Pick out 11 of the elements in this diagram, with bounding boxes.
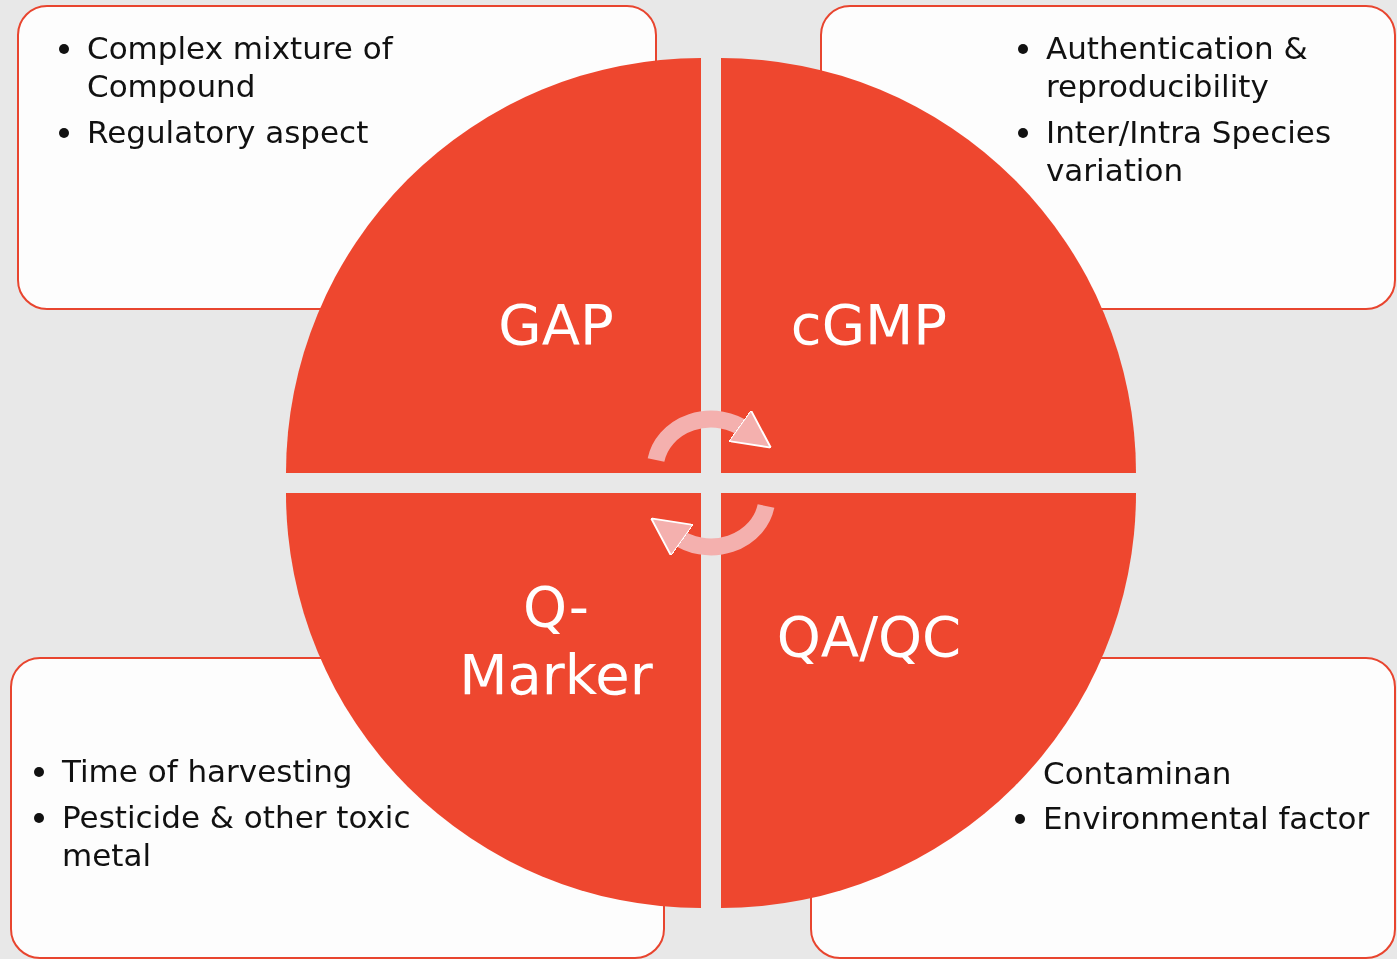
quadrant-label: QA/QC bbox=[775, 603, 963, 671]
bullet-text: Pesticide & other toxic metal bbox=[34, 798, 434, 874]
bullet-text: Inter/Intra Species variation bbox=[1018, 113, 1358, 189]
quadrant-label: Q-Marker bbox=[458, 573, 654, 709]
bullet-text: Complex mixture of Compound bbox=[59, 29, 399, 105]
bullet-text: Regulatory aspect bbox=[59, 113, 459, 151]
bullet-text: Authentication & reproducibility bbox=[1018, 29, 1348, 105]
quadrant-label: cGMP bbox=[789, 291, 949, 359]
bullet-text: Contaminan bbox=[1042, 754, 1233, 792]
quadrant-label: GAP bbox=[497, 291, 615, 359]
bullet-text: Environmental factor bbox=[1015, 799, 1385, 837]
